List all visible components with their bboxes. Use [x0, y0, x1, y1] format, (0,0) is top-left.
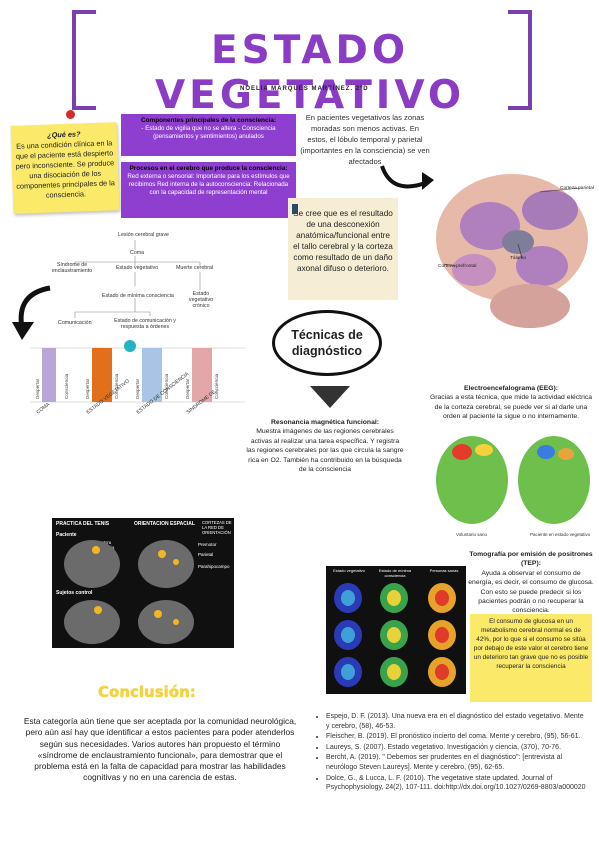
- chart-bar-label: Consciencia: [164, 374, 169, 399]
- pet-scan-image: Estado vegetativo Estado de mínima consc…: [326, 566, 466, 694]
- chart-bar: [42, 348, 56, 402]
- what-is-text: Es una condición clínica en la que el pa…: [15, 138, 115, 200]
- schema-minimal: Estado de mínima consciencia: [102, 293, 174, 299]
- chart-bar-label: Despertar: [135, 378, 140, 399]
- schema-coma: Coma: [130, 250, 145, 256]
- references: Espejo, D. F. (2013). Una nueva era en e…: [316, 712, 588, 794]
- belief-text: Se cree que es el resultado de una desco…: [293, 209, 393, 273]
- chart-pushpin-icon: [124, 340, 136, 352]
- pet-text: Ayuda a observar el consumo de energía, …: [468, 569, 594, 615]
- pet-col1-label: Estado vegetativo: [333, 568, 365, 573]
- pet-section: Tomografía por emisión de positrones (TE…: [468, 550, 594, 616]
- pet-note: El consumo de glucosa en un metabolismo …: [470, 614, 592, 702]
- chart-bar-label: Consciencia: [214, 374, 219, 399]
- techniques-heading: Técnicas de diagnóstico: [272, 310, 382, 376]
- eeg-caption-healthy: Voluntario sano: [456, 532, 488, 537]
- eeg-text: Gracias a esta técnica, que mide la acti…: [429, 394, 593, 421]
- curved-arrow-icon: [380, 165, 434, 190]
- schema-chronic: Estado vegetativo crónico: [188, 291, 214, 309]
- down-triangle-icon: [310, 386, 350, 408]
- fmri-section: Resonancia magnética funcional: Muestra …: [246, 418, 404, 474]
- fmri-col2-label: ORIENTACION ESPACIAL: [134, 521, 195, 527]
- chart-bar-label: Consciencia: [64, 374, 69, 399]
- fmri-col1-label: PRACTICA DEL TENIS: [56, 521, 110, 527]
- quote-mark-icon: [292, 204, 298, 214]
- reference-item: Dolce, G., & Lucca, L. F. (2010). The ve…: [326, 774, 588, 793]
- fmri-row2-label: Sujetos control: [56, 590, 93, 596]
- brain-label-thalamus: Tálamo: [510, 256, 526, 261]
- components-heading: Componentes principales de la conscienci…: [141, 117, 276, 124]
- conclusion-text: Esta categoría aún tiene que ser aceptad…: [23, 716, 297, 783]
- brain-label-prefrontal: Corteza prefrontal: [438, 264, 477, 269]
- pet-col3-label: Personas sanas: [429, 568, 459, 573]
- what-is-note: ¿Qué es? Es una condición clínica en la …: [10, 122, 120, 214]
- fmri-col3-label: CORTEZAS DE LA RED DE ORIENTACIÓN: [202, 520, 232, 535]
- fmri-title: Resonancia magnética funcional:: [270, 419, 380, 426]
- processes-heading: Procesos en el cerebro que produce la co…: [129, 165, 288, 172]
- schema-responds: Estado de comunicación y respuesta a órd…: [114, 318, 176, 330]
- author-line: NOELIA MARQUÉS MARTÍNEZ. 2ºD: [240, 86, 369, 92]
- processes-box: Procesos en el cerebro que produce la co…: [121, 162, 296, 218]
- title-bracket-left: [72, 10, 96, 110]
- components-items: - Estado de vigilia que no se altera - C…: [141, 125, 276, 140]
- fmri-brain-scans: [64, 540, 194, 644]
- conclusion-title: Conclusión:: [98, 683, 196, 701]
- chart-bar: [198, 348, 212, 402]
- schema-locked-in: Síndrome de enclaustramiento: [51, 262, 93, 274]
- processes-text: Red externa o sensorial: Importante para…: [127, 173, 290, 196]
- fmri-text: Muestra imágenes de las regiones cerebra…: [246, 428, 404, 474]
- page-title: ESTADO VEGETATIVO: [155, 28, 465, 118]
- chart-bar: [148, 348, 162, 402]
- chart-bar: [98, 348, 112, 402]
- reference-item: Bercht, A. (2019). " Debemos ser prudent…: [326, 753, 588, 772]
- schema-root: Lesión cerebral grave: [118, 232, 169, 238]
- reference-item: Laureys, S. (2007). Estado vegetativo. I…: [326, 743, 588, 753]
- brain-illustration: [436, 174, 588, 328]
- reference-item: Fleischer, B. (2019). El pronóstico inci…: [326, 732, 588, 742]
- chart-bar-label: Consciencia: [114, 374, 119, 399]
- chart-category-label: COMA: [36, 401, 52, 415]
- brain-note: En pacientes vegetativos las zonas morad…: [300, 113, 430, 166]
- belief-box: Se cree que es el resultado de una desco…: [288, 198, 398, 300]
- fmri-tennis-image: PRACTICA DEL TENIS ORIENTACION ESPACIAL …: [52, 518, 234, 648]
- eeg-title: Electroencefalograma (EEG):: [464, 385, 559, 392]
- fmri-row1-label: Paciente: [56, 532, 77, 538]
- eeg-section: Electroencefalograma (EEG): Gracias a es…: [428, 384, 594, 422]
- eeg-caption-patient: Paciente en estado vegetativo: [530, 532, 591, 537]
- chart-bar-label: Despertar: [85, 378, 90, 399]
- schema-lines: [74, 240, 201, 318]
- components-box: Componentes principales de la conscienci…: [121, 114, 296, 156]
- brain-label-parietal: Corteza parietal: [560, 186, 594, 191]
- pet-title: Tomografía por emisión de positrones (TE…: [469, 551, 593, 568]
- fmri-label-parietal: Parietal: [198, 552, 214, 557]
- schema-brain-death: Muerte cerebral: [176, 265, 214, 271]
- fmri-label-parahippo: Parahipocampo: [198, 564, 230, 569]
- reference-item: Espejo, D. F. (2013). Una nueva era en e…: [326, 712, 588, 731]
- eeg-heads-image: [436, 436, 590, 524]
- pet-brain-grid: [334, 583, 456, 687]
- chart-bar-label: Despertar: [185, 378, 190, 399]
- title-bracket-right: [508, 10, 532, 110]
- schema-vegetative: Estado vegetativo: [116, 265, 159, 271]
- pushpin-icon: [66, 110, 75, 119]
- chart-bar-label: Despertar: [35, 378, 40, 399]
- pet-col2-label: Estado de mínima consciencia: [378, 568, 412, 578]
- schema-communication: Comunicación: [58, 320, 92, 326]
- down-curved-arrow-icon: [12, 285, 51, 340]
- fmri-label-premotor: Premotor: [198, 542, 217, 547]
